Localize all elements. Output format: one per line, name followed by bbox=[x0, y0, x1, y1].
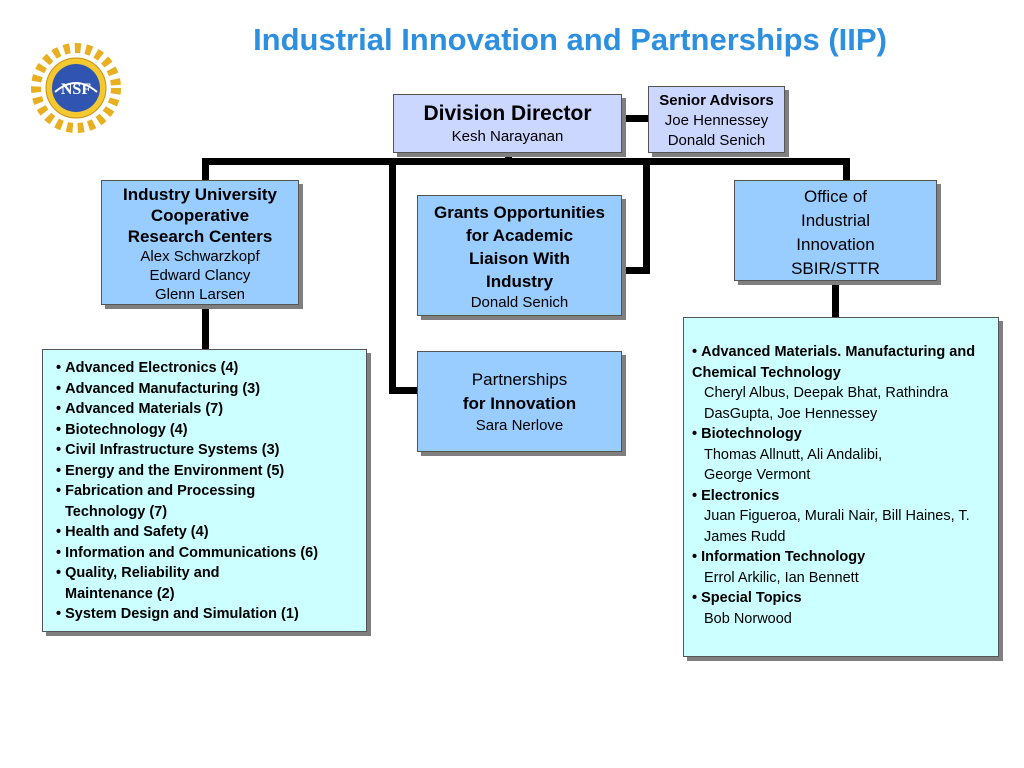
topic-area: Information Technology bbox=[692, 547, 992, 568]
list-item: Civil Infrastructure Systems (3) bbox=[53, 440, 366, 461]
office-title-line: Innovation bbox=[796, 235, 875, 254]
pfi-title-line: for Innovation bbox=[462, 394, 577, 413]
senior-advisor-name: Donald Senich bbox=[667, 132, 766, 149]
connector-line bbox=[832, 281, 839, 317]
nsf-sun-logo-icon: NSF bbox=[22, 34, 130, 142]
iucrc-staff-name: Alex Schwarzkopf bbox=[140, 248, 260, 265]
list-item: Advanced Manufacturing (3) bbox=[53, 379, 366, 400]
topic-staff: Thomas Allnutt, Ali Andalibi, George Ver… bbox=[704, 446, 883, 484]
division-director-box: Division Director Kesh Narayanan bbox=[393, 94, 622, 153]
office-title-line: Industrial bbox=[801, 211, 870, 230]
list-item: Information Technology Errol Arkilic, Ia… bbox=[692, 547, 992, 588]
goali-box: Grants Opportunities for Academic Liaiso… bbox=[417, 195, 622, 316]
list-item: Biotechnology (4) bbox=[53, 420, 366, 441]
list-item: Advanced Electronics (4) bbox=[53, 358, 366, 379]
connector-line bbox=[622, 115, 650, 122]
goali-title-line: Grants Opportunities bbox=[434, 203, 605, 222]
goali-staff-name: Donald Senich bbox=[470, 294, 569, 311]
list-item: Biotechnology Thomas Allnutt, Ali Andali… bbox=[692, 424, 992, 486]
topic-area: Biotechnology bbox=[692, 424, 992, 445]
connector-line bbox=[643, 158, 650, 274]
list-item: Quality, Reliability and Maintenance (2) bbox=[53, 563, 255, 604]
iucrc-title-line: Cooperative bbox=[150, 206, 250, 225]
office-title-line: SBIR/STTR bbox=[791, 259, 880, 278]
pfi-box: Partnerships for Innovation Sara Nerlove bbox=[417, 351, 622, 452]
list-item: Special Topics Bob Norwood bbox=[692, 588, 992, 629]
iucrc-areas-box: Advanced Electronics (4) Advanced Manufa… bbox=[42, 349, 367, 632]
office-industrial-innovation-box: Office of Industrial Innovation SBIR/STT… bbox=[734, 180, 937, 281]
logo-text: NSF bbox=[61, 81, 91, 98]
division-director-title: Division Director bbox=[423, 102, 592, 125]
iucrc-areas-list: Advanced Electronics (4) Advanced Manufa… bbox=[53, 358, 366, 625]
iucrc-title-line: Industry University bbox=[123, 185, 277, 204]
connector-line bbox=[389, 387, 417, 394]
topic-staff: Bob Norwood bbox=[704, 610, 792, 627]
division-director-name: Kesh Narayanan bbox=[451, 128, 564, 145]
office-title-line: Office of bbox=[804, 187, 867, 206]
pfi-title-line: Partnerships bbox=[471, 370, 568, 389]
senior-advisor-name: Joe Hennessey bbox=[664, 112, 769, 129]
goali-title-line: for Academic bbox=[465, 226, 574, 245]
senior-advisors-box: Senior Advisors Joe Hennessey Donald Sen… bbox=[648, 86, 785, 153]
topic-staff: Errol Arkilic, Ian Bennett bbox=[704, 569, 859, 586]
iucrc-staff-name: Glenn Larsen bbox=[154, 286, 246, 303]
sbir-topics-box: Advanced Materials. Manufacturing and Ch… bbox=[683, 317, 999, 657]
connector-line bbox=[202, 158, 209, 182]
list-item: Health and Safety (4) bbox=[53, 522, 366, 543]
goali-title-line: Liaison With bbox=[469, 249, 570, 268]
list-item: Advanced Materials (7) bbox=[53, 399, 366, 420]
list-item: Electronics Juan Figueroa, Murali Nair, … bbox=[692, 486, 992, 548]
goali-title-line: Industry bbox=[485, 272, 554, 291]
connector-line bbox=[843, 158, 850, 180]
list-item: Information and Communications (6) bbox=[53, 543, 366, 564]
iucrc-title-line: Research Centers bbox=[127, 227, 273, 246]
topic-area: Electronics bbox=[692, 486, 992, 507]
connector-line bbox=[202, 158, 850, 165]
list-item: Fabrication and Processing Technology (7… bbox=[53, 481, 295, 522]
list-item: Energy and the Environment (5) bbox=[53, 461, 366, 482]
list-item: Advanced Materials. Manufacturing and Ch… bbox=[692, 342, 992, 424]
connector-line bbox=[389, 158, 396, 394]
topic-area: Special Topics bbox=[692, 588, 992, 609]
sbir-topics-list: Advanced Materials. Manufacturing and Ch… bbox=[692, 342, 992, 629]
pfi-staff-name: Sara Nerlove bbox=[475, 417, 564, 434]
connector-line bbox=[202, 305, 209, 351]
iucrc-staff-name: Edward Clancy bbox=[149, 267, 251, 284]
iucrc-box: Industry University Cooperative Research… bbox=[101, 180, 299, 305]
senior-advisors-title: Senior Advisors bbox=[659, 92, 774, 109]
slide-title: Industrial Innovation and Partnerships (… bbox=[253, 22, 887, 57]
list-item: System Design and Simulation (1) bbox=[53, 604, 366, 625]
topic-area: Advanced Materials. Manufacturing and Ch… bbox=[692, 342, 992, 383]
topic-staff: Cheryl Albus, Deepak Bhat, Rathindra Das… bbox=[704, 385, 949, 422]
topic-staff: Juan Figueroa, Murali Nair, Bill Haines,… bbox=[704, 508, 970, 545]
connector-line bbox=[622, 267, 650, 274]
